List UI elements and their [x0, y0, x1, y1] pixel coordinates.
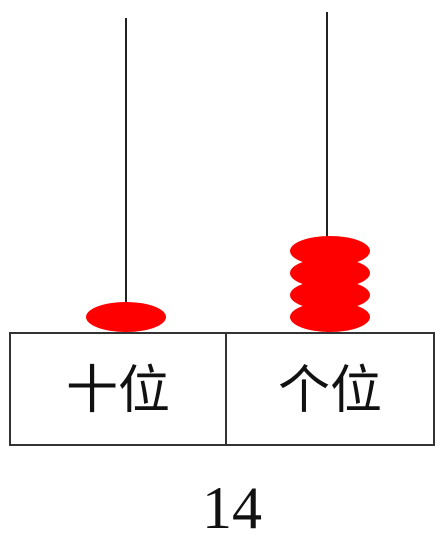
bead-group: [86, 236, 370, 332]
tens-place-label: 十位: [66, 361, 170, 421]
place-value-box: [9, 332, 435, 446]
ones-bead: [290, 236, 370, 266]
ones-bead: [290, 302, 370, 332]
ones-bead: [290, 280, 370, 310]
tens-bead: [86, 302, 166, 332]
abacus-number: 14: [202, 475, 262, 538]
ones-place-label: 个位: [278, 361, 382, 421]
ones-bead: [290, 258, 370, 288]
